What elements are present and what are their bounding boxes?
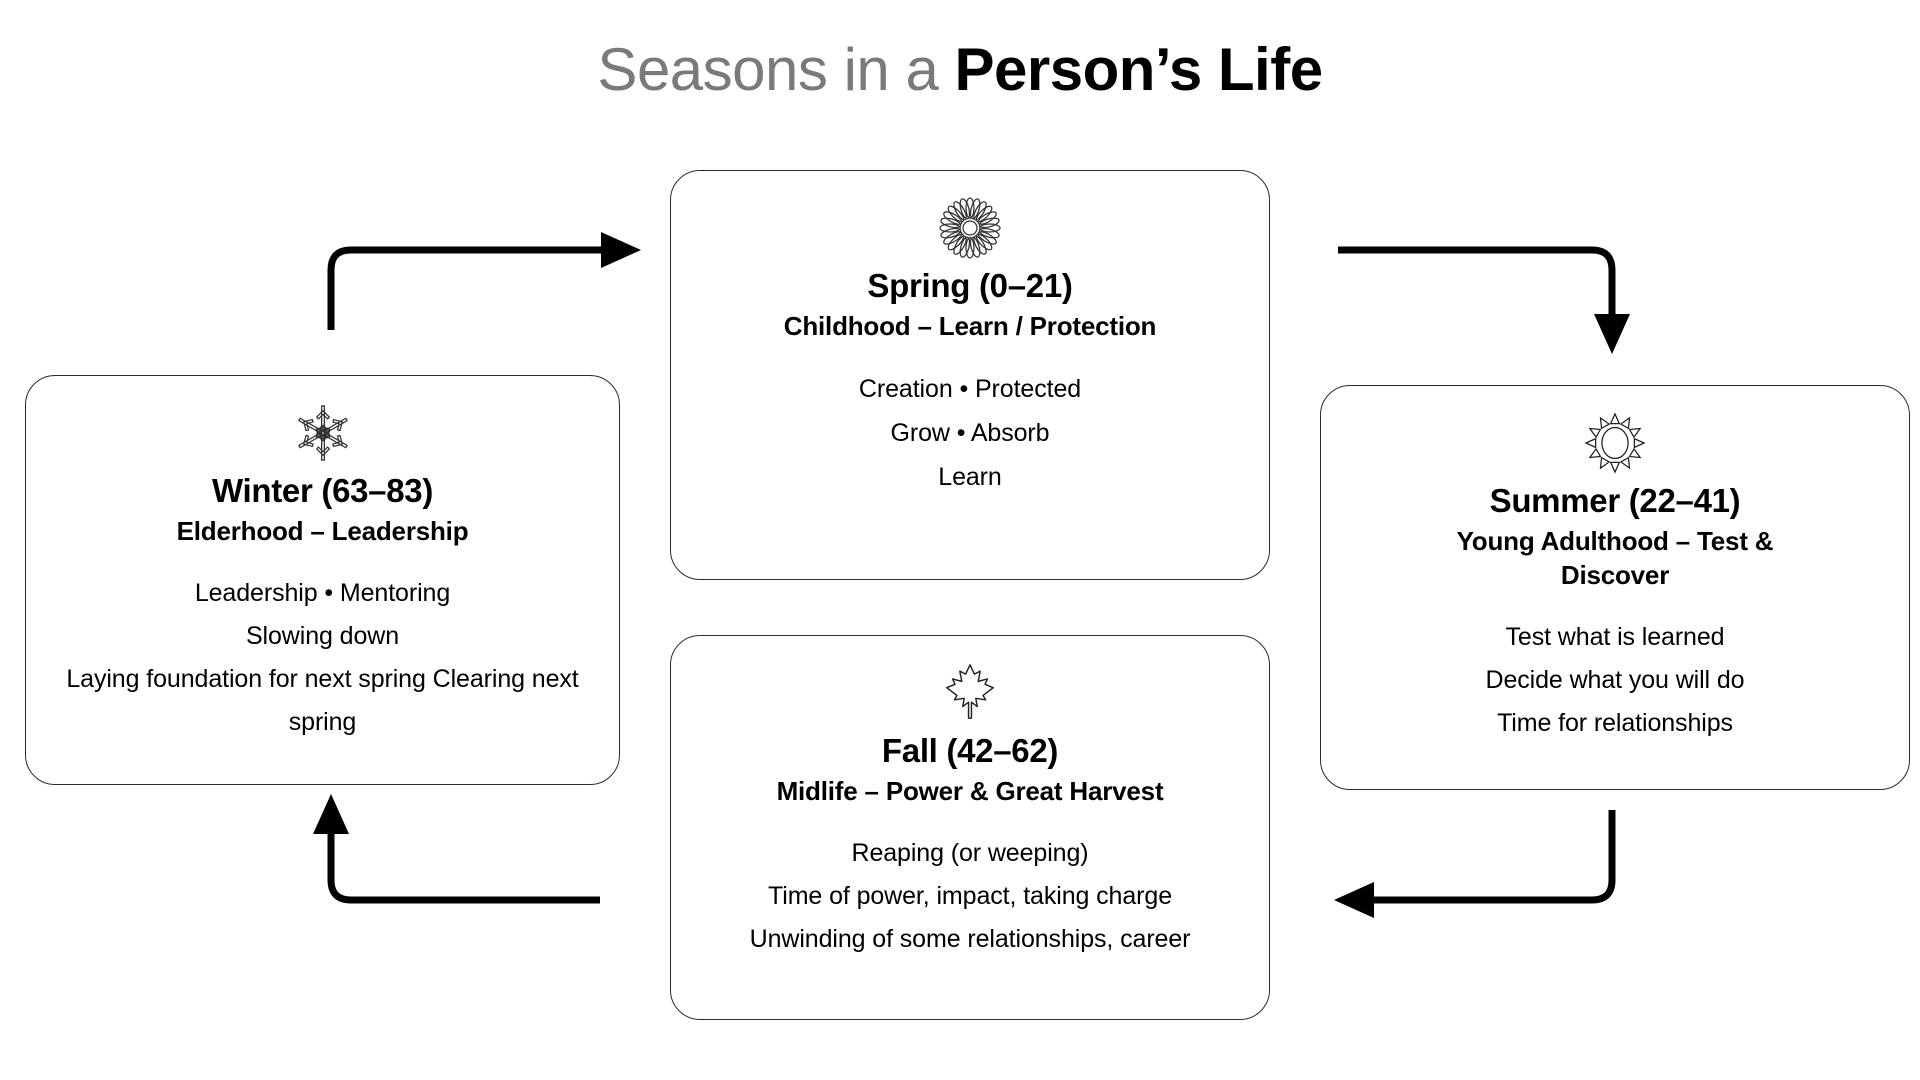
arrow-fall-to-winter [313,794,600,904]
page-title-bold: Person’s Life [954,36,1324,103]
card-title: Spring (0–21) [867,267,1073,304]
card-title: Summer (22–41) [1489,482,1741,519]
maple-leaf-icon [939,662,1001,724]
page-title: Seasons in a Person’s Life [0,32,1920,108]
arrow-winter-to-spring [327,232,641,330]
card-body-line: Grow • Absorb [890,419,1050,447]
card-body-line: Reaping (or weeping) [851,839,1089,867]
card-body-line: Time for relationships [1497,709,1733,737]
sun-icon [1584,412,1646,474]
card-subtitle: Childhood – Learn / Protection [783,311,1157,341]
card-fall[interactable]: Fall (42–62) Midlife – Power & Great Har… [670,635,1270,1020]
card-winter[interactable]: Winter (63–83) Elderhood – Leadership Le… [25,375,620,785]
arrow-summer-to-fall [1334,810,1616,918]
arrow-spring-to-summer [1338,246,1630,354]
card-title: Fall (42–62) [881,732,1059,769]
page-title-light: Seasons in a [597,36,955,103]
card-subtitle: Elderhood – Leadership [176,516,469,546]
card-body-line: Laying foundation for next spring Cleari… [66,665,579,736]
card-body-line: Time of power, impact, taking charge [768,882,1172,910]
card-body: Test what is learned Decide what you wil… [1486,616,1745,745]
card-body-line: Creation • Protected [858,375,1082,403]
card-body-line: Slowing down [245,622,400,650]
card-subtitle: Young Adulthood – Test & Discover [1456,526,1774,590]
card-title: Winter (63–83) [211,472,434,509]
card-body-line: Decide what you will do [1485,666,1745,694]
card-summer[interactable]: Summer (22–41) Young Adulthood – Test & … [1320,385,1910,790]
card-body: Leadership • Mentoring Slowing down Layi… [44,572,601,744]
card-body-line: Test what is learned [1505,623,1725,651]
card-subtitle: Midlife – Power & Great Harvest [776,776,1164,806]
card-body-line: Unwinding of some relationships, career [749,925,1191,953]
card-body-line: Leadership • Mentoring [194,579,451,607]
snowflake-icon [292,402,354,464]
card-body: Reaping (or weeping) Time of power, impa… [750,832,1191,961]
flower-icon [939,197,1001,259]
card-body: Creation • Protected Grow • Absorb Learn [859,367,1081,499]
card-spring[interactable]: Spring (0–21) Childhood – Learn / Protec… [670,170,1270,580]
card-body-line: Learn [938,463,1002,491]
